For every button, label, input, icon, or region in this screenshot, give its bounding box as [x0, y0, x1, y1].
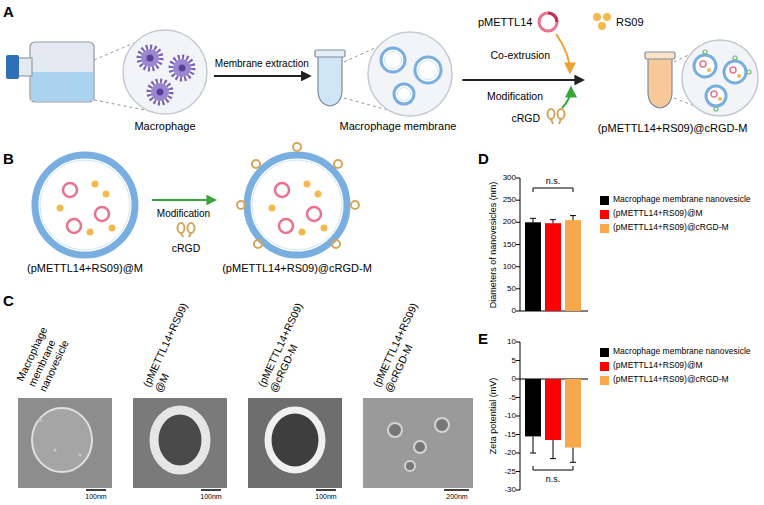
image-title: (pMETTL14+RS09) @cRGD-M — [370, 296, 433, 394]
legend-text: (pMETTL14+RS09)@M — [613, 361, 703, 371]
tick-label: 0 — [512, 374, 516, 383]
legend-text: (pMETTL14+RS09)@cRGD-M — [613, 223, 729, 233]
image-title: Macrophage membrane nanovesicle — [14, 291, 89, 394]
legend-swatch — [600, 196, 609, 205]
coextrusion-arrow — [556, 34, 570, 72]
peptide-label: cRGD — [172, 242, 201, 254]
node-label: (pMETTL14+RS09)@cRGD-M — [598, 122, 748, 135]
axis-title: Diameters of nanovesicles (nm) — [488, 182, 498, 309]
tick-label: 150 — [503, 240, 516, 249]
tick-label: -15 — [504, 430, 516, 439]
tick-label: -25 — [504, 467, 516, 476]
macrophage-view — [123, 30, 207, 114]
connector-arrow — [462, 79, 583, 81]
chart-axes — [516, 178, 588, 311]
connector-arrow — [214, 75, 310, 77]
connector-arrow — [152, 199, 215, 201]
crgd-icon — [548, 109, 565, 124]
scale-bar-label: 200nm — [446, 493, 467, 501]
tick-label: 300 — [503, 173, 516, 182]
legend-swatch — [600, 224, 609, 233]
edge-label: Modification — [155, 208, 212, 220]
tick-label: -30 — [504, 485, 516, 494]
legend-text: (pMETTL14+RS09)@cRGD-M — [613, 375, 729, 385]
legend-text: (pMETTL14+RS09)@M — [613, 209, 703, 219]
significance-label: n.s. — [546, 176, 561, 186]
legend-text: Macrophage membrane nanovesicle — [613, 195, 751, 205]
tem-image — [18, 398, 112, 488]
panel-letter: C — [3, 292, 14, 309]
panel-letter: D — [478, 150, 489, 167]
chart-axes — [516, 342, 588, 490]
tick-label: 50 — [507, 284, 516, 293]
product-view — [682, 40, 758, 116]
tick-label: 10 — [507, 337, 516, 346]
drug-label: RS09 — [616, 16, 644, 29]
panel-letter: B — [3, 150, 14, 167]
membrane-view — [368, 32, 452, 116]
panel-letter: E — [478, 330, 488, 347]
node-label: Macrophage — [134, 120, 195, 133]
tick-label: 100 — [503, 262, 516, 271]
peptide-label: cRGD — [511, 112, 540, 124]
error-bars — [530, 216, 576, 224]
scale-bar-label: 100nm — [315, 493, 336, 501]
tem-image — [248, 398, 342, 488]
tick-label: -10 — [504, 411, 516, 420]
image-title: (pMETTL14+RS09) @M — [140, 296, 203, 394]
tick-label: -5 — [509, 393, 516, 402]
product-tube — [645, 52, 675, 108]
tick-label: 0 — [512, 306, 516, 315]
scale-bar-label: 100nm — [85, 493, 106, 501]
legend-swatch — [600, 348, 609, 357]
legend-text: Macrophage membrane nanovesicle — [613, 347, 751, 357]
panel-letter: A — [3, 3, 14, 20]
zoom-lines — [94, 30, 720, 116]
vesicle-plain — [35, 155, 135, 255]
culture-flask — [6, 42, 94, 102]
tem-image — [133, 398, 227, 488]
node-label: (pMETTL14+RS09)@cRGD-M — [222, 262, 372, 275]
scale-bars — [86, 489, 469, 491]
legend-swatch — [600, 362, 609, 371]
vesicle-node: Macrophage membrane — [312, 28, 461, 134]
scale-bar-label: 100nm — [200, 493, 221, 501]
modification-arrow — [562, 88, 571, 108]
tick-label: -20 — [504, 448, 516, 457]
vesicle-node: (pMETTL14+RS09)@cRGD-M — [585, 40, 760, 136]
bars — [525, 220, 581, 311]
step-label: Co-extrusion — [490, 49, 550, 61]
error-bars — [530, 436, 576, 462]
node-label: Macrophage membrane — [340, 120, 457, 133]
drug-dots — [593, 13, 611, 30]
significance-label: n.s. — [546, 474, 561, 484]
tem-image — [363, 398, 473, 488]
vesicle-modified — [237, 143, 359, 255]
edge-label: Membrane extraction — [213, 58, 311, 70]
crgd-icon — [178, 223, 195, 237]
image-title: (pMETTL14+RS09) @cRGD-M — [255, 296, 318, 394]
vesicle-node: (pMETTL14+RS09)@cRGD-M — [217, 155, 377, 276]
plasmid-icon — [539, 13, 557, 31]
tick-label: 200 — [503, 218, 516, 227]
tick-label: 250 — [503, 196, 516, 205]
vesicle-node: Macrophage — [118, 28, 212, 134]
legend-swatch — [600, 210, 609, 219]
significance-bracket — [533, 188, 573, 192]
vesicle-node: (pMETTL14+RS09)@M — [20, 155, 150, 276]
membrane-tube — [315, 50, 345, 106]
axis-title: Zeta potential (mV) — [488, 378, 498, 455]
significance-bracket — [533, 466, 573, 470]
legend-swatch — [600, 376, 609, 385]
node-label: (pMETTL14+RS09)@M — [27, 262, 143, 275]
tick-label: 5 — [512, 356, 516, 365]
step-label: Modification — [487, 90, 543, 102]
plasmid-label: pMETTL14 — [478, 16, 532, 29]
